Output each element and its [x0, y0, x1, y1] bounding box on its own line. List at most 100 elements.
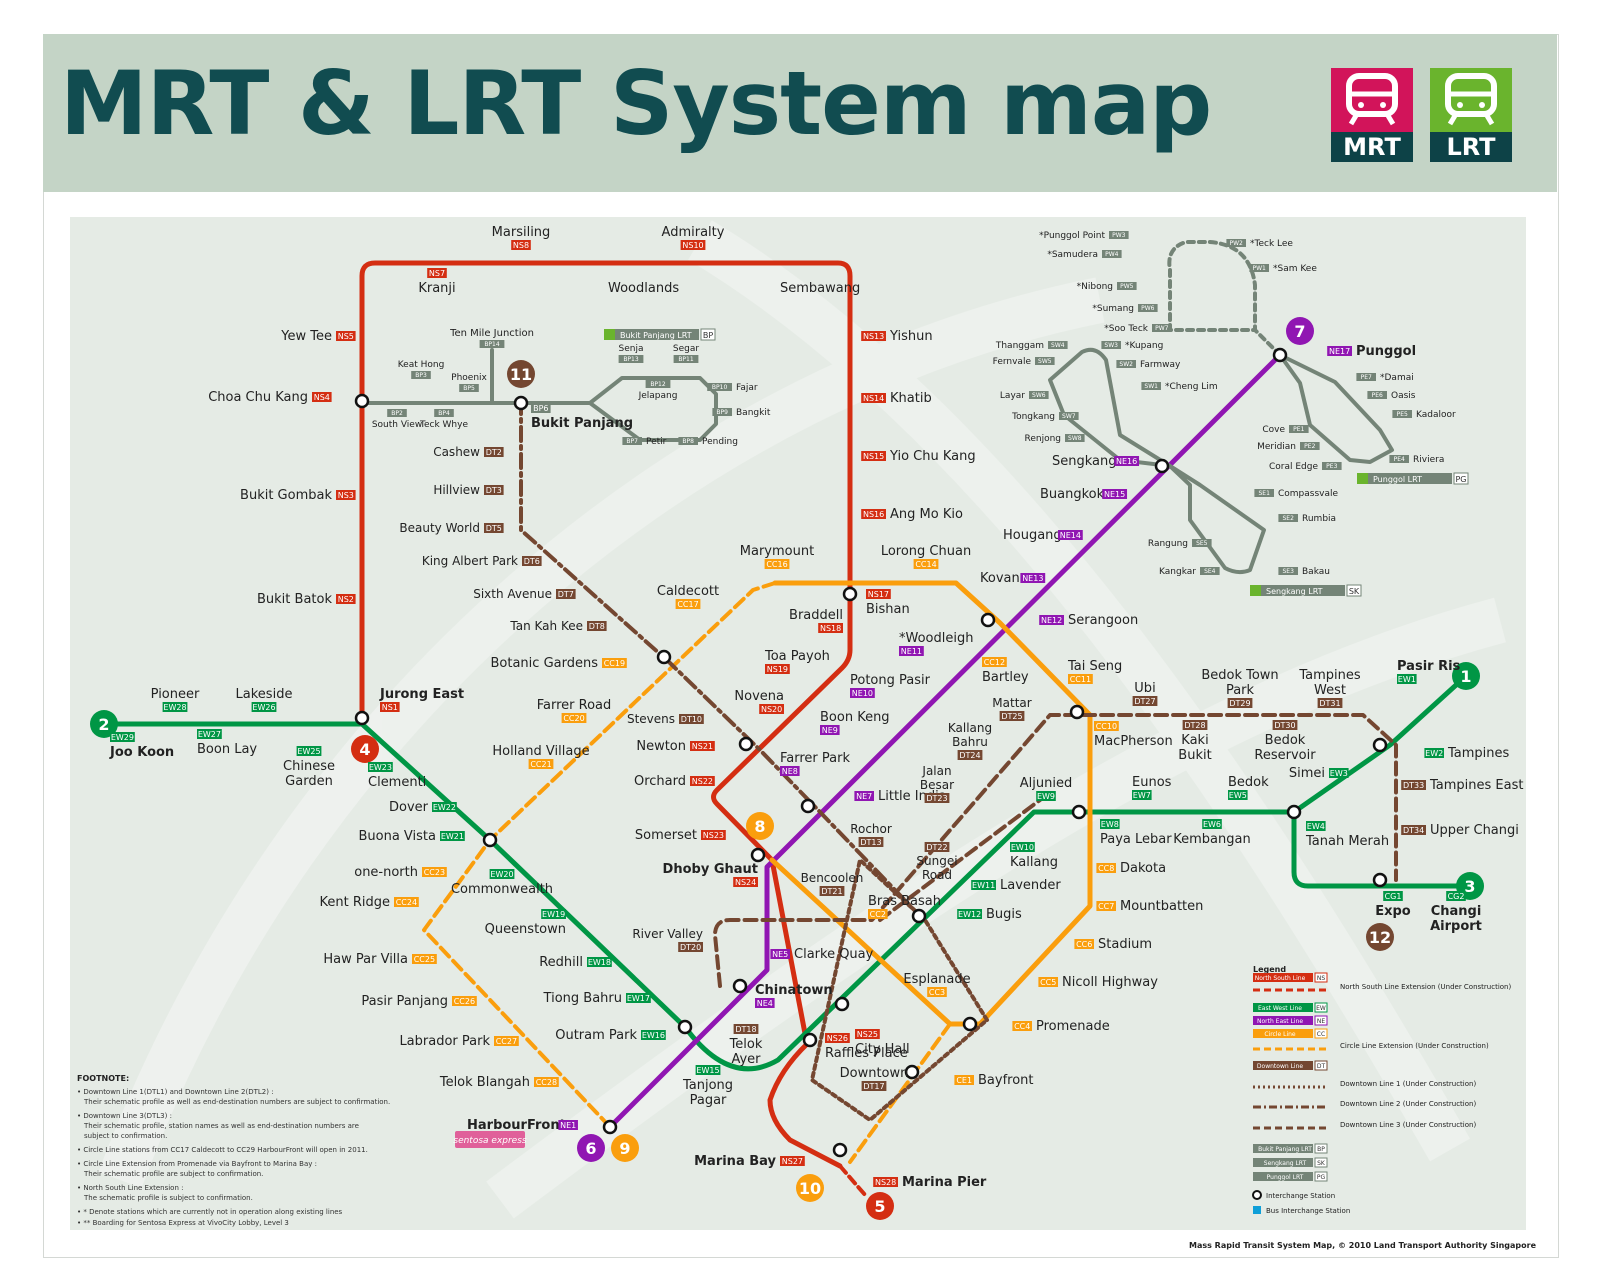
station-name: Farrer Park [780, 751, 850, 766]
station-code: BP3 [415, 372, 427, 379]
station-name: Layar [1000, 391, 1025, 401]
station-code-badge: CC24 [394, 897, 419, 907]
station-code: EW18 [588, 958, 611, 967]
station-code-badge: NE12 [1039, 615, 1064, 625]
station-name: *Teck Lee [1250, 239, 1293, 249]
legend-item-bus-interchange-station: Bus Interchange Station [1253, 1206, 1350, 1215]
station-code-badge: CC8 [1096, 863, 1116, 873]
station-code-badge: CC2 [868, 909, 888, 919]
station-code-badge: PE2 [1300, 442, 1320, 450]
station-code-badge: PE3 [1322, 462, 1342, 470]
station-code: NE1 [560, 1121, 576, 1130]
station-code-badge: CG1 [1383, 891, 1403, 901]
station-code-badge: CC3 [927, 987, 947, 997]
interchange-station [513, 395, 529, 411]
station-code: NE13 [1022, 574, 1043, 583]
train-icon [1445, 73, 1497, 126]
station-code-badge: NS2 [336, 594, 356, 604]
interchange-station [354, 710, 370, 726]
station-code: CC19 [604, 659, 625, 668]
svg-text:5: 5 [874, 1197, 885, 1216]
station-code-badge: DT20 [678, 942, 703, 952]
station-name: Toa Payoh [764, 649, 830, 664]
svg-text:NS: NS [1317, 975, 1325, 982]
station-code-badge: BP11 [673, 355, 699, 363]
interchange-station [602, 1119, 618, 1135]
station-code-badge: CC19 [602, 658, 627, 668]
station-name: Telok Blangah [439, 1075, 530, 1090]
station-code: EW28 [163, 703, 186, 712]
svg-text:7: 7 [1294, 322, 1305, 341]
circle-line [769, 580, 1093, 1027]
station-name: Marymount [740, 544, 814, 559]
station-code: CC11 [1070, 675, 1091, 684]
station-name: Hillview [433, 483, 480, 497]
station-name: Oasis [1391, 391, 1416, 401]
station-name: Meridian [1257, 442, 1296, 452]
station-code-badge: SW1 [1141, 382, 1161, 390]
station-code-badge: DT10 [679, 714, 704, 724]
station-code: SW1 [1144, 383, 1158, 390]
station-code: NS7 [429, 269, 445, 278]
station-name: Bugis [986, 907, 1022, 922]
station-name: Keat Hong [398, 360, 445, 370]
svg-text:4: 4 [359, 740, 370, 759]
station-code: DT8 [589, 622, 605, 631]
station-code: BP9 [716, 409, 728, 416]
station-code-badge: EW21 [440, 831, 465, 841]
station-name: Choa Chu Kang [208, 390, 308, 405]
station-code: EW2 [1425, 749, 1443, 758]
station-code: NS15 [863, 452, 884, 461]
station-name: Phoenix [451, 373, 487, 383]
sentosa-express-badge: sentosa express [453, 1131, 527, 1148]
station-code-badge: PE1 [1289, 425, 1309, 433]
station-name: Riviera [1413, 455, 1444, 465]
station-name: Bras Basah [868, 894, 941, 909]
svg-text:Downtown Line: Downtown Line [1257, 1063, 1303, 1070]
station-code: DT7 [558, 590, 574, 599]
station-name: Bukit Batok [257, 592, 332, 607]
train-icon [1346, 73, 1398, 126]
station-code: NS21 [692, 742, 713, 751]
station-name: HarbourFront [467, 1118, 566, 1133]
interchange-station [832, 1142, 848, 1158]
station-code-badge: EW10 [1010, 842, 1035, 852]
station-code: BP10 [712, 384, 728, 391]
station-name: Promenade [1036, 1019, 1110, 1034]
station-code-badge: EW19 [541, 909, 566, 919]
station-name: Hougang [1003, 528, 1062, 543]
station-code-badge: SE5 [1192, 539, 1212, 547]
station-bukit-batok: Bukit Batok NS2 [257, 592, 356, 607]
interchange-station [1272, 347, 1288, 363]
station-code-badge: SE4 [1200, 567, 1220, 575]
station-code: CE1 [956, 1076, 972, 1085]
interchange-station [1286, 804, 1302, 820]
station-name: Marina Bay [694, 1154, 776, 1169]
interchange-station [904, 1064, 920, 1080]
station-code: EW16 [642, 1031, 665, 1040]
station-code-badge: PW1 [1249, 264, 1269, 272]
station-sembawang: Sembawang [780, 281, 860, 296]
station-code: PW3 [1112, 232, 1126, 239]
interchange-station [1372, 872, 1388, 888]
station-name: Tampines [1447, 746, 1510, 761]
svg-text:2: 2 [98, 715, 109, 734]
station-name: Senja [619, 344, 644, 354]
